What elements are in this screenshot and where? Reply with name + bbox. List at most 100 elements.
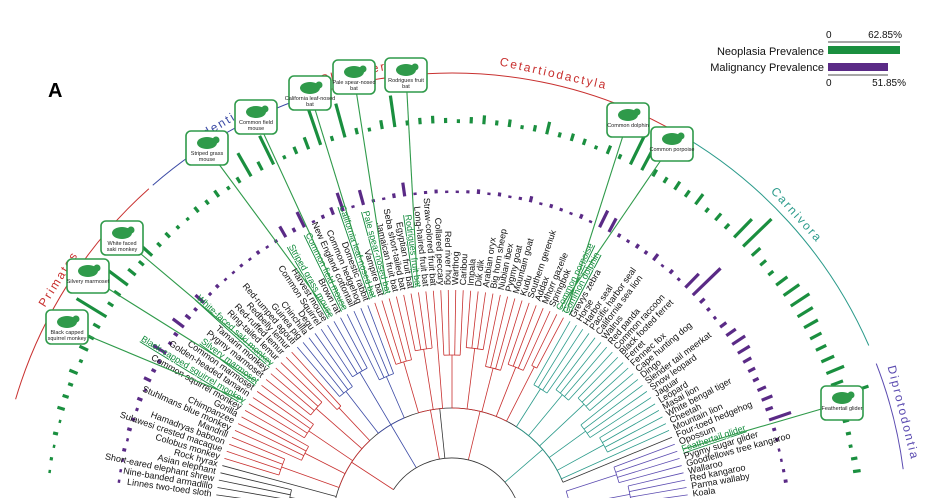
tree-leaf-branch <box>559 342 602 394</box>
tree-leaf-branch <box>241 416 307 452</box>
tree-group-branch <box>528 394 563 436</box>
neoplasia-bar-common-raccoon <box>723 222 731 230</box>
neoplasia-bar-golden-headed-tamarin <box>107 301 115 308</box>
malignancy-bar-mountain-goat <box>538 202 543 206</box>
species-label-warthog: Warthog <box>450 251 461 285</box>
tree-cluster-arc <box>580 424 591 438</box>
neoplasia-bar-four-toed-hedgehog <box>825 364 845 376</box>
tree-group-branch <box>539 403 585 447</box>
tree-group-branch <box>403 361 419 413</box>
malignancy-bar-tamarin-monkey <box>193 306 199 312</box>
callout-label: bat <box>306 102 314 108</box>
legend: 0 62.85% Neoplasia Prevalence Malignancy… <box>710 30 906 89</box>
malignancy-bar-black-footed-ferret <box>684 272 700 289</box>
tree-leaf-branch <box>630 487 687 498</box>
tree-leaf-branch <box>220 472 292 491</box>
tree-leaf-branch <box>410 293 422 350</box>
tree-leaf-branch <box>256 391 311 430</box>
tree-leaf-branch <box>616 429 670 455</box>
neoplasia-bar-pygmy-goat <box>545 121 552 135</box>
tree-leaf-branch <box>662 494 688 498</box>
malignancy-bar-mandrill <box>136 396 143 402</box>
tree-leaf-branch <box>447 290 450 356</box>
tree-leaf-branch <box>531 314 558 366</box>
neoplasia-bar-white-bengal-tiger <box>809 331 823 341</box>
tree-leaf-branch <box>224 457 280 476</box>
callout-line-white-faced-saki-monkey <box>121 237 271 364</box>
tree-group-branch <box>561 453 618 480</box>
malignancy-bar-asian-elephant <box>122 447 127 452</box>
callout-line-rodrigues-fruit-bat <box>405 74 418 286</box>
malignancy-bar-four-toed-hedgehog <box>761 394 773 402</box>
feathertail-glider-silhouette-icon <box>832 392 852 404</box>
neoplasia-bar-california-leaf-nosed-bat <box>306 108 323 146</box>
neoplasia-bar-redbelly-lemur <box>175 224 181 230</box>
order-label-cetartiodactyla: Cetartiodactyla <box>499 55 609 93</box>
tree-leaf-branch <box>231 436 285 460</box>
tree-group-branch <box>304 452 346 475</box>
malignancy-bar-white-faced-saki-monkey <box>194 293 206 304</box>
tree-leaf-branch <box>589 397 652 438</box>
tree-leaf-branch <box>367 305 394 374</box>
neoplasia-bar-arabian-oryx <box>507 119 512 128</box>
malignancy-bar-fennec-fox <box>698 297 706 304</box>
tree-leaf-branch <box>244 409 309 447</box>
neoplasia-bar-jamaican-fruit-bat <box>354 127 359 135</box>
neoplasia-bar-sulawesi-crested-macaque <box>62 393 70 399</box>
tree-leaf-branch <box>580 379 639 426</box>
tree-leaf-branch <box>512 305 537 367</box>
tree-group-branch <box>438 363 443 409</box>
tree-leaf-branch <box>275 367 319 407</box>
tree-leaf-branch <box>482 293 494 350</box>
tree-leaf-branch <box>248 403 305 439</box>
callout-label: Silvery marmoset <box>67 279 110 285</box>
neoplasia-bar-walrus <box>704 207 710 214</box>
tree-clade-branch <box>439 408 446 459</box>
neoplasia-bar-degu <box>213 189 221 198</box>
tree-leaf-branch <box>613 443 675 468</box>
neoplasia-bar-wallaroo <box>845 431 852 436</box>
neoplasia-bar-stuhlmans-blue-monkey <box>78 358 84 364</box>
common-dolphin-head-icon <box>633 108 641 116</box>
tree-leaf-branch <box>327 324 358 374</box>
neoplasia-bar-cape-hunting-dog <box>759 259 768 267</box>
tree-leaf-branch <box>599 403 656 439</box>
silvery-marmoset-head-icon <box>93 264 101 272</box>
striped-grass-mouse-silhouette-icon <box>197 137 217 149</box>
malignancy-bar-california-sea-lion <box>652 253 660 262</box>
common-field-mouse-silhouette-icon <box>246 106 266 118</box>
tree-group-branch <box>284 482 337 497</box>
tree-group-branch <box>495 367 517 417</box>
malignancy-bar-red-rumped-agouti <box>231 270 236 275</box>
common-porpoise-head-icon <box>677 132 685 140</box>
malignancy-bar-egyptian-fruit-bat <box>391 193 396 199</box>
tree-leaf-branch <box>517 308 544 369</box>
tree-leaf-branch <box>353 310 385 378</box>
tree-leaf-branch <box>542 328 584 391</box>
neoplasia-bar-dingo <box>767 269 775 277</box>
tree-leaf-branch <box>388 298 407 362</box>
common-field-mouse-head-icon <box>261 105 269 113</box>
malignancy-bar-common-squirrel <box>265 245 270 250</box>
tree-leaf-branch <box>537 324 577 388</box>
black-capped-squirrel-monkey-silhouette-icon <box>57 316 77 328</box>
neoplasia-bar-mountain-lion <box>820 354 835 364</box>
california-leaf-nosed-bat-silhouette-icon <box>300 82 320 94</box>
tree-leaf-branch <box>395 296 412 360</box>
tree-leaf-branch <box>495 298 516 369</box>
feathertail-glider-head-icon <box>847 391 855 399</box>
tree-group-branch <box>562 464 605 483</box>
tree-leaf-branch <box>568 351 613 401</box>
callout-label: Common field <box>239 120 273 126</box>
malignancy-bar-black-capped-squirrel-monkey <box>152 343 167 355</box>
neoplasia-bar-pacific-harbor-seal <box>683 189 691 198</box>
malignancy-bar-southern-gerenuk <box>559 207 564 212</box>
tree-leaf-branch <box>360 308 390 376</box>
white-faced-saki-monkey-head-icon <box>127 226 135 234</box>
legend-malignancy-bar <box>828 63 888 71</box>
malignancy-bar-pacific-harbor-seal <box>643 249 649 255</box>
neoplasia-bar-asian-elephant <box>52 431 59 436</box>
tree-group-branch <box>315 408 363 450</box>
